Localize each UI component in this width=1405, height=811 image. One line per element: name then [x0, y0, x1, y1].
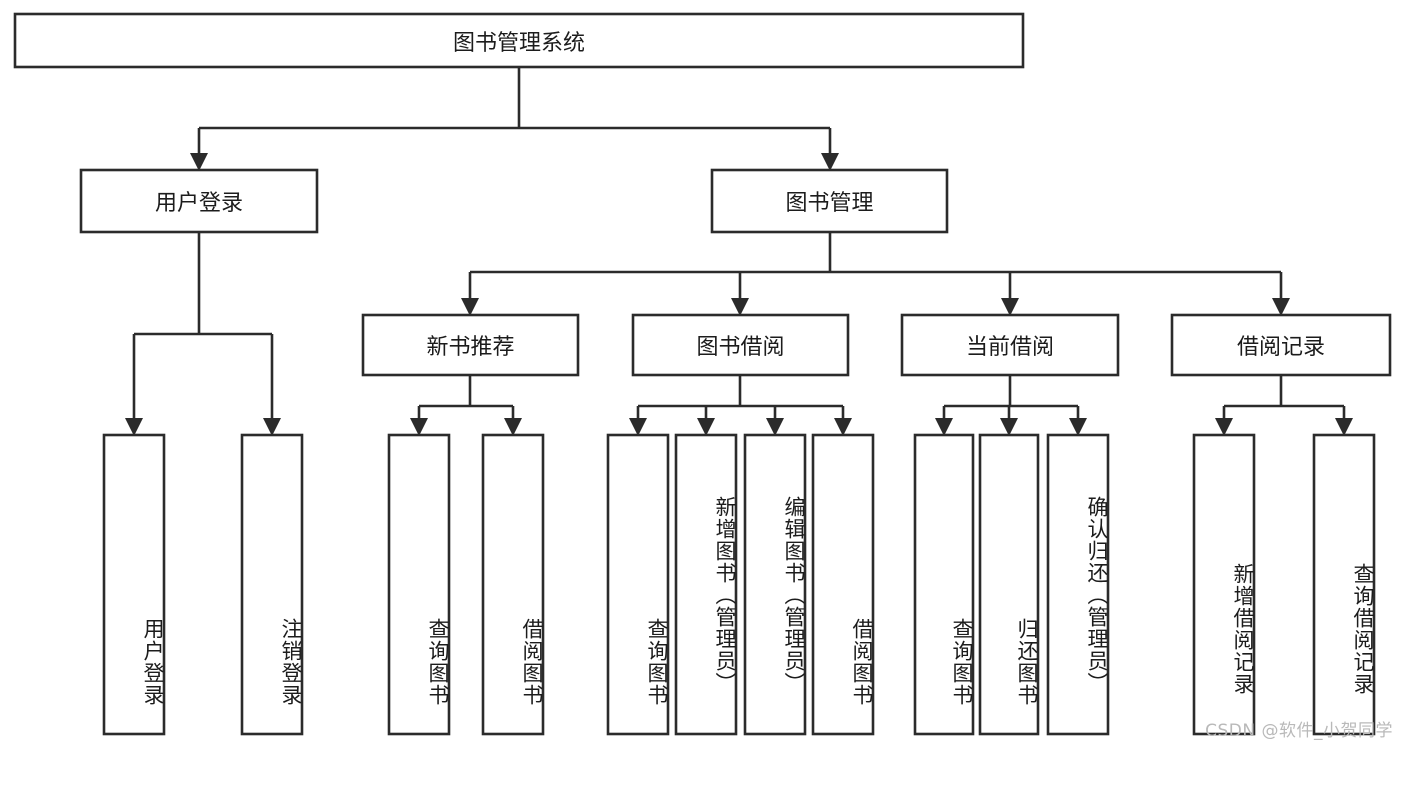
arrow-cur-to-leaf1-icon: [935, 418, 953, 436]
flowchart-diagram: 图书管理系统 用户登录 图书管理 新书推荐 图书借阅 当前借阅 借阅记录 用户登…: [13, 12, 1393, 741]
arrow-ul-to-leaf1-icon: [125, 418, 143, 436]
arrow-recd-to-leaf1-icon: [1215, 418, 1233, 436]
node-book-borrow-box[interactable]: [631, 313, 850, 377]
node-root-box[interactable]: [13, 12, 1025, 69]
arrow-bm-to-current-icon: [1001, 298, 1019, 316]
arrow-cur-to-leaf3-icon: [1069, 418, 1087, 436]
node-leaf-add-borrow-record-box[interactable]: [1192, 433, 1256, 736]
arrow-bor-to-leaf1-icon: [629, 418, 647, 436]
connector-group-recommend: [410, 375, 522, 436]
node-leaf-logout-box[interactable]: [240, 433, 304, 736]
arrow-bm-to-record-icon: [1272, 298, 1290, 316]
node-leaf-user-login-box[interactable]: [102, 433, 166, 736]
node-leaf-query-book-borrow-box[interactable]: [606, 433, 670, 736]
connector-group-book-management: [461, 232, 1290, 316]
node-new-book-recommend-box[interactable]: [361, 313, 580, 377]
node-leaf-query-book-current-box[interactable]: [913, 433, 975, 736]
arrow-bor-to-leaf3-icon: [766, 418, 784, 436]
arrow-bm-to-recommend-icon: [461, 298, 479, 316]
node-leaf-borrow-book-box[interactable]: [811, 433, 875, 736]
node-current-borrow-box[interactable]: [900, 313, 1120, 377]
node-leaf-query-borrow-record-box[interactable]: [1312, 433, 1376, 736]
arrow-rec-to-leaf2-icon: [504, 418, 522, 436]
arrow-bor-to-leaf2-icon: [697, 418, 715, 436]
csdn-watermark: CSDN @软件_小贺同学: [1205, 721, 1393, 741]
connector-group-record: [1215, 375, 1353, 436]
flowchart-canvas: [13, 12, 1392, 736]
node-user-login-box[interactable]: [79, 168, 319, 234]
node-leaf-add-book-admin-box[interactable]: [674, 433, 738, 736]
node-borrow-record-box[interactable]: [1170, 313, 1392, 377]
arrow-bm-to-borrow-icon: [731, 298, 749, 316]
node-leaf-confirm-return-admin-box[interactable]: [1046, 433, 1110, 736]
connector-group-user-login: [125, 232, 281, 436]
arrow-bor-to-leaf4-icon: [834, 418, 852, 436]
connector-group-current: [935, 375, 1087, 436]
node-leaf-edit-book-admin-box[interactable]: [743, 433, 807, 736]
arrow-recd-to-leaf2-icon: [1335, 418, 1353, 436]
node-book-management-box[interactable]: [710, 168, 949, 234]
arrow-ul-to-leaf2-icon: [263, 418, 281, 436]
arrow-rec-to-leaf1-icon: [410, 418, 428, 436]
arrow-cur-to-leaf2-icon: [1000, 418, 1018, 436]
arrow-root-to-user-login-icon: [190, 153, 208, 171]
node-leaf-borrow-book-recommend-box[interactable]: [481, 433, 545, 736]
node-leaf-return-book-box[interactable]: [978, 433, 1040, 736]
connector-group-root: [190, 67, 839, 171]
connector-group-borrow: [629, 375, 852, 436]
arrow-root-to-book-management-icon: [821, 153, 839, 171]
node-leaf-query-book-recommend-box[interactable]: [387, 433, 451, 736]
